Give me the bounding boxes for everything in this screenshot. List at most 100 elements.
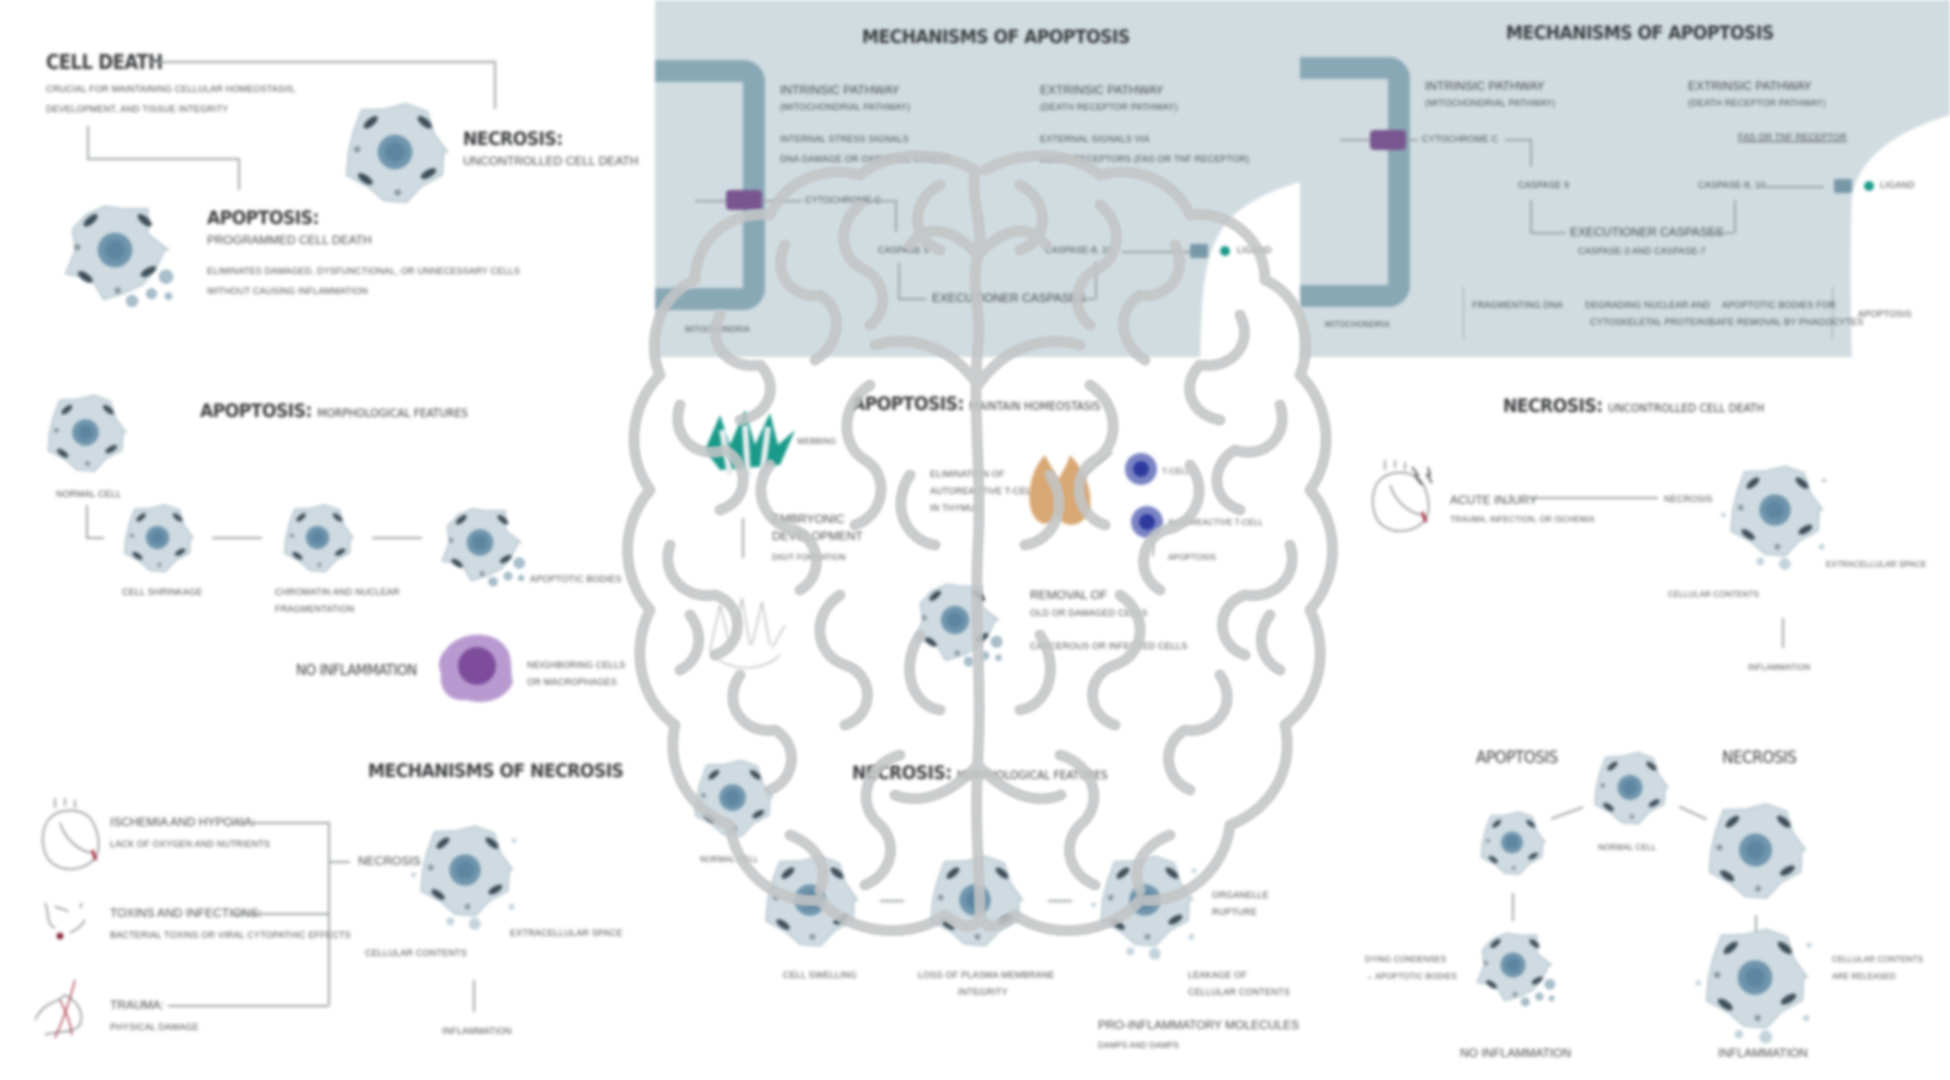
- apoptotic-body: [164, 292, 173, 300]
- leaked-content: [1821, 478, 1827, 484]
- connector-line: [1550, 806, 1584, 820]
- mitochondrion: [1780, 865, 1795, 876]
- vesicle: [954, 650, 960, 656]
- cause-1-title: ISCHEMIA AND HYPOXIA:: [110, 815, 256, 829]
- mitochondrion: [499, 554, 512, 564]
- cell-nucleolus: [1746, 840, 1765, 860]
- leaked-content: [1695, 980, 1701, 986]
- leaked-content: [1778, 558, 1791, 570]
- leaked-content: [1188, 933, 1195, 940]
- ligand-icon: [1864, 181, 1874, 191]
- cell-nucleolus: [150, 530, 165, 545]
- mitochondrion: [946, 867, 960, 879]
- connector-line: [695, 200, 726, 202]
- extrinsic-desc-1: EXTERNAL SIGNALS VIA: [1040, 134, 1150, 144]
- mitochondrion: [488, 884, 503, 895]
- mitochondrion: [1528, 852, 1538, 860]
- connector-line: [1512, 893, 1514, 921]
- mitochondrion: [1492, 819, 1502, 828]
- elimination-label-1: ELIMINATION OF: [930, 469, 1005, 479]
- apoptotic-cell-icon: [1476, 932, 1556, 1007]
- connector-line: [1152, 540, 1154, 556]
- cell-nucleolus: [947, 612, 963, 628]
- leaked-content: [1126, 947, 1135, 956]
- mitochondrion: [417, 116, 432, 129]
- vesicle: [464, 903, 471, 910]
- connector-line: [895, 200, 897, 232]
- pro-inflammatory-sub: DAMPS AND DAMPS: [1098, 1041, 1179, 1050]
- leaked-content: [508, 903, 515, 910]
- cell-nucleolus: [1505, 957, 1521, 973]
- mitochondrion: [332, 513, 343, 522]
- outcome-3-line-1: APOPTOTIC BODIES FOR: [1722, 300, 1836, 310]
- mitochondria-label: MITOCHONDRIA: [1325, 320, 1390, 329]
- mitochondrion: [132, 551, 143, 560]
- mitochondrion: [1777, 815, 1791, 828]
- mitochondrion: [752, 809, 765, 819]
- leaked-content: [1148, 948, 1161, 960]
- mitochondrion: [1741, 529, 1755, 540]
- necrosis-title: NECROSIS:: [463, 128, 563, 150]
- mitochondrion: [172, 513, 183, 522]
- outcome-bracket: [1463, 287, 1833, 339]
- leakage-label-1: LEAKAGE OF: [1188, 970, 1248, 980]
- connector-line: [372, 537, 422, 539]
- vesicle: [921, 615, 927, 621]
- contents-label: CELLULAR CONTENTS: [1668, 590, 1759, 599]
- connector-line: [1406, 139, 1418, 141]
- mitochondrion: [1531, 976, 1543, 985]
- shrinkage-label: CELL SHRINKAGE: [122, 587, 203, 597]
- cytochrome-label: CYTOCHROME C: [805, 195, 882, 205]
- cell-nucleolus: [725, 790, 740, 805]
- connector-line: [232, 913, 328, 915]
- connector-line: [1530, 200, 1532, 232]
- loss-label-2: INTEGRITY: [958, 987, 1008, 997]
- connector-line: [1530, 139, 1532, 167]
- necrosis-label: NECROSIS: [358, 854, 421, 868]
- removal-label-3: CANCEROUS OR INFECTED CELLS: [1030, 641, 1188, 651]
- title-text: APOPTOSIS:: [200, 400, 312, 422]
- bodies-label: APOPTOTIC BODIES: [530, 574, 622, 584]
- vesicle: [289, 533, 295, 538]
- receptor-label: FAS OR TNF RECEPTOR: [1738, 132, 1847, 142]
- mitochondrion: [1746, 477, 1760, 489]
- intrinsic-title: INTRINSIC PATHWAY: [780, 83, 900, 97]
- caspase810-label: CASPASE-8, 10: [1045, 245, 1113, 255]
- apoptotic-body: [513, 557, 525, 569]
- rupture-label-1: ORGANELLE: [1212, 890, 1269, 900]
- vesicle: [1511, 865, 1516, 871]
- leaked-content: [411, 872, 416, 878]
- mitochondrion: [1720, 870, 1735, 882]
- title-text: APOPTOSIS:: [852, 393, 964, 415]
- connector-line: [1734, 200, 1736, 233]
- mitochondrion: [1723, 941, 1738, 955]
- channel-icon: [726, 190, 762, 210]
- cell-nucleolus: [1505, 836, 1519, 849]
- mitochondrion: [102, 404, 114, 415]
- connector-line: [1782, 618, 1784, 648]
- webbing-label: WEBBING: [797, 437, 837, 446]
- caspase9-label: CASPASE 9: [1518, 180, 1570, 190]
- cell-nucleolus: [1745, 967, 1765, 988]
- t-cell-icon: [1125, 453, 1157, 485]
- apoptotic-body: [990, 636, 1003, 648]
- no-inflammation-label: NO INFLAMMATION: [296, 661, 417, 679]
- cause-2-title: TOXINS AND INFECTIONS:: [110, 906, 262, 920]
- apoptosis-desc-1: DYING CONDENSES: [1365, 955, 1447, 964]
- extrinsic-sub: (DEATH RECEPTOR PATHWAY): [1040, 102, 1178, 112]
- mitochondrion: [136, 513, 146, 522]
- executioner-sub: CASPASE-3 AND CASPASE-7: [1578, 246, 1706, 256]
- mitochondrion: [1488, 855, 1498, 864]
- cell-nucleolus: [385, 142, 405, 162]
- leaked-content: [1803, 1014, 1810, 1022]
- apoptosis-subtitle: PROGRAMMED CELL DEATH: [207, 233, 372, 247]
- necrosis-uncontrolled-title: NECROSIS: UNCONTROLLED CELL DEATH: [1503, 395, 1764, 417]
- apoptotic-body: [1544, 979, 1556, 990]
- extracellular-label: EXTRACELLULAR SPACE: [1826, 560, 1927, 569]
- macrophage-label-1: NEIGHBORING CELLS: [527, 660, 626, 670]
- necrosis-desc-1: CELLULAR CONTENTS: [1832, 955, 1923, 964]
- connector-line: [742, 518, 744, 558]
- vesicle: [1713, 971, 1721, 979]
- leaked-content: [1756, 557, 1765, 566]
- ligand-label: LIGAND: [1880, 180, 1915, 190]
